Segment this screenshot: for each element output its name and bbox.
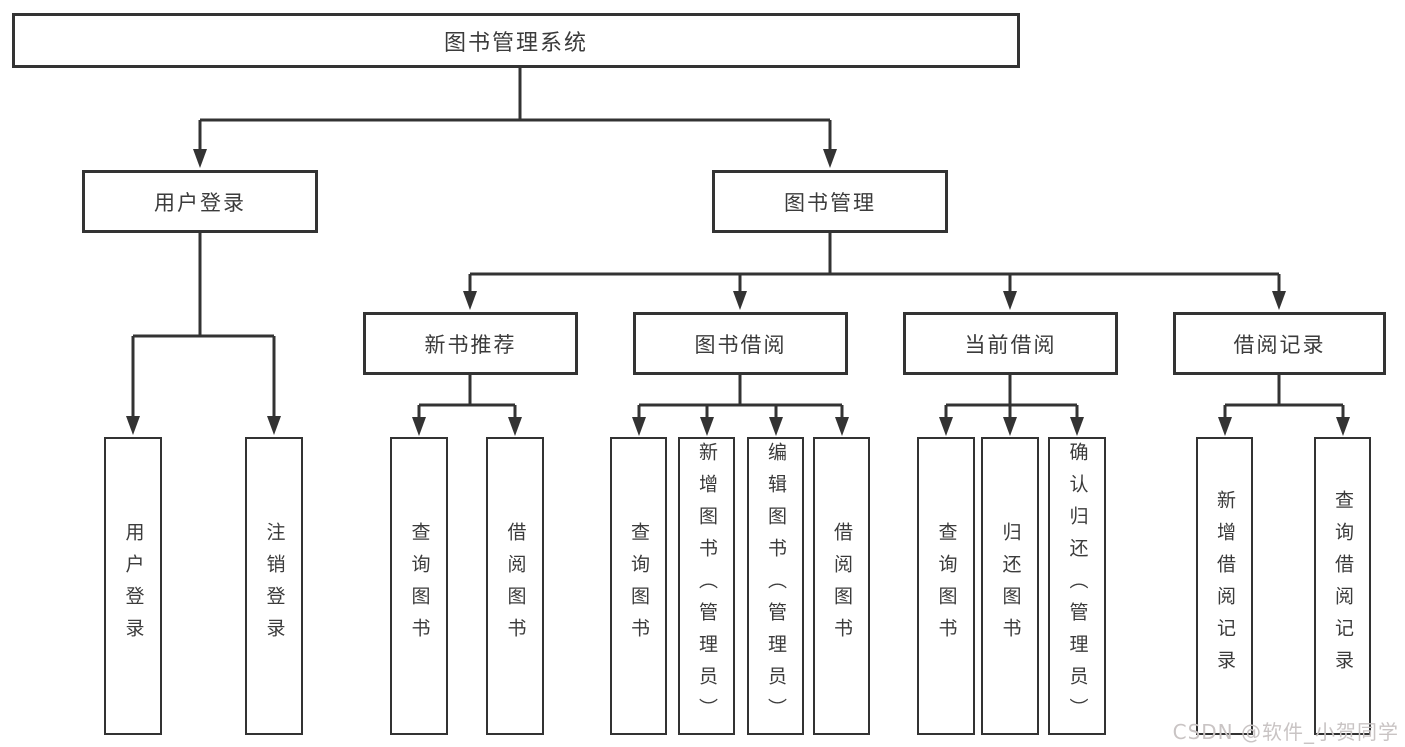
- watermark: CSDN @软件_小贺同学: [1172, 720, 1399, 744]
- arrow-down-icon: [463, 291, 477, 310]
- leaf-query-book-borrow: 查询图书: [610, 437, 667, 735]
- node-book-management: 图书管理: [712, 170, 948, 233]
- arrow-down-icon: [700, 417, 714, 436]
- leaf-edit-book-admin: 编辑图书（管理员）: [747, 437, 804, 735]
- leaf-query-borrow-record: 查询借阅记录: [1314, 437, 1371, 735]
- arrow-down-icon: [632, 417, 646, 436]
- node-label: 图书管理: [784, 190, 876, 215]
- leaf-logout-login: 注销登录: [245, 437, 303, 735]
- arrow-down-icon: [823, 149, 837, 168]
- leaf-label: 用户登录: [122, 522, 145, 650]
- leaf-confirm-return-admin: 确认归还（管理员）: [1048, 437, 1106, 735]
- arrow-down-icon: [1218, 417, 1232, 436]
- node-label: 新书推荐: [424, 332, 517, 357]
- arrow-down-icon: [508, 417, 522, 436]
- leaf-label: 借阅图书: [831, 522, 853, 650]
- leaf-borrow-book: 借阅图书: [813, 437, 870, 735]
- leaf-label: 查询图书: [935, 522, 958, 650]
- arrow-down-icon: [733, 291, 747, 310]
- node-label: 图书借阅: [694, 332, 787, 357]
- leaf-label: 编辑图书（管理员）: [765, 442, 787, 730]
- arrow-down-icon: [193, 149, 207, 168]
- arrow-down-icon: [126, 416, 140, 435]
- arrow-down-icon: [1003, 417, 1017, 436]
- node-new-book-recommend: 新书推荐: [363, 312, 578, 375]
- node-label: 借阅记录: [1233, 332, 1326, 357]
- leaf-label: 查询借阅记录: [1332, 490, 1354, 682]
- node-book-borrow: 图书借阅: [633, 312, 848, 375]
- node-borrow-record: 借阅记录: [1173, 312, 1386, 375]
- node-current-borrow: 当前借阅: [903, 312, 1118, 375]
- node-library-management-system: 图书管理系统: [12, 13, 1020, 68]
- node-user-login: 用户登录: [82, 170, 318, 233]
- leaf-label: 新增借阅记录: [1214, 490, 1236, 682]
- node-label: 图书管理系统: [443, 30, 588, 56]
- node-label: 当前借阅: [964, 332, 1057, 357]
- leaf-add-book-admin: 新增图书（管理员）: [678, 437, 735, 735]
- leaf-label: 借阅图书: [504, 522, 527, 650]
- arrow-down-icon: [267, 416, 281, 435]
- leaf-query-book-recommend: 查询图书: [390, 437, 448, 735]
- leaf-label: 归还图书: [999, 522, 1022, 650]
- leaf-label: 查询图书: [628, 522, 650, 650]
- arrow-down-icon: [1336, 417, 1350, 436]
- leaf-return-book: 归还图书: [981, 437, 1039, 735]
- arrow-down-icon: [1272, 291, 1286, 310]
- leaf-borrow-book-recommend: 借阅图书: [486, 437, 544, 735]
- node-label: 用户登录: [154, 190, 246, 215]
- arrow-down-icon: [835, 417, 849, 436]
- leaf-add-borrow-record: 新增借阅记录: [1196, 437, 1253, 735]
- arrow-down-icon: [769, 417, 783, 436]
- arrow-down-icon: [1070, 417, 1084, 436]
- leaf-query-book-current: 查询图书: [917, 437, 975, 735]
- leaf-label: 查询图书: [408, 522, 431, 650]
- leaf-user-login: 用户登录: [104, 437, 162, 735]
- arrow-down-icon: [412, 417, 426, 436]
- leaf-label: 注销登录: [263, 522, 286, 650]
- arrow-down-icon: [1003, 291, 1017, 310]
- leaf-label: 确认归还（管理员）: [1066, 442, 1089, 730]
- leaf-label: 新增图书（管理员）: [696, 442, 718, 730]
- arrow-down-icon: [939, 417, 953, 436]
